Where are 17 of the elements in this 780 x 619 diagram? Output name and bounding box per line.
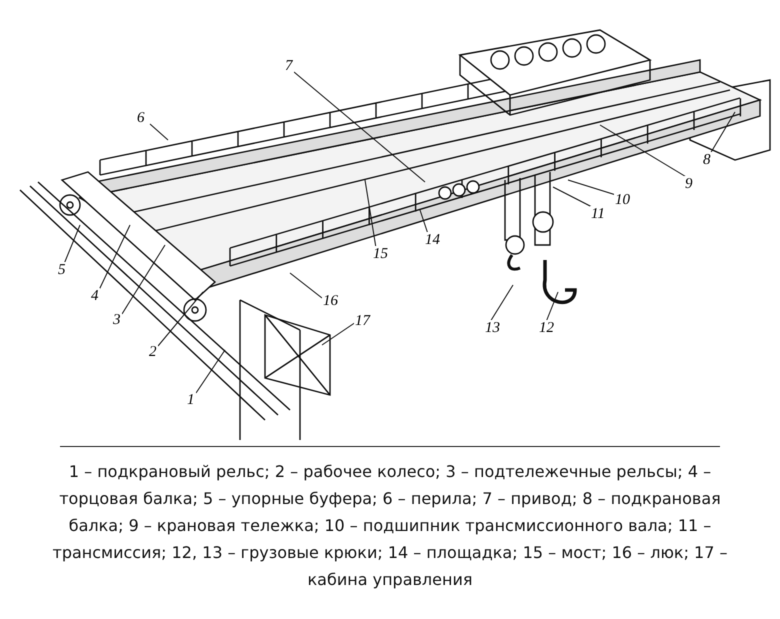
callout-number: 7 <box>284 58 294 74</box>
leader-line <box>122 244 166 314</box>
leader-line <box>568 180 616 196</box>
caption: 1 – подкрановый рельс; 2 – рабочее колесо; 3 – подтележечные рельсы; 4 – торцовая балка; 5 – упорные буфера; 6 – перила; 7 – привод; 8 – подкрановая балка; 9 – крановая тележка; 10 – подшипник трансмиссионного вала; 11 – трансмиссия; 12, 13 – грузовые крюки; 14 – площадка; 15 – мост; 16 – люк; 17 – кабина управления <box>52 461 728 591</box>
leader-line <box>420 210 428 234</box>
leader-line <box>294 72 426 182</box>
leader-line <box>290 272 322 298</box>
leader-line <box>150 124 168 140</box>
leader-line <box>158 292 204 346</box>
leader-line <box>98 224 130 290</box>
leader-line <box>546 292 558 322</box>
leader-line <box>364 180 376 248</box>
leader-line <box>490 284 514 322</box>
leader-line <box>710 112 736 154</box>
leader-line <box>196 350 226 394</box>
leader-line <box>64 224 80 264</box>
leader-line <box>322 322 356 346</box>
